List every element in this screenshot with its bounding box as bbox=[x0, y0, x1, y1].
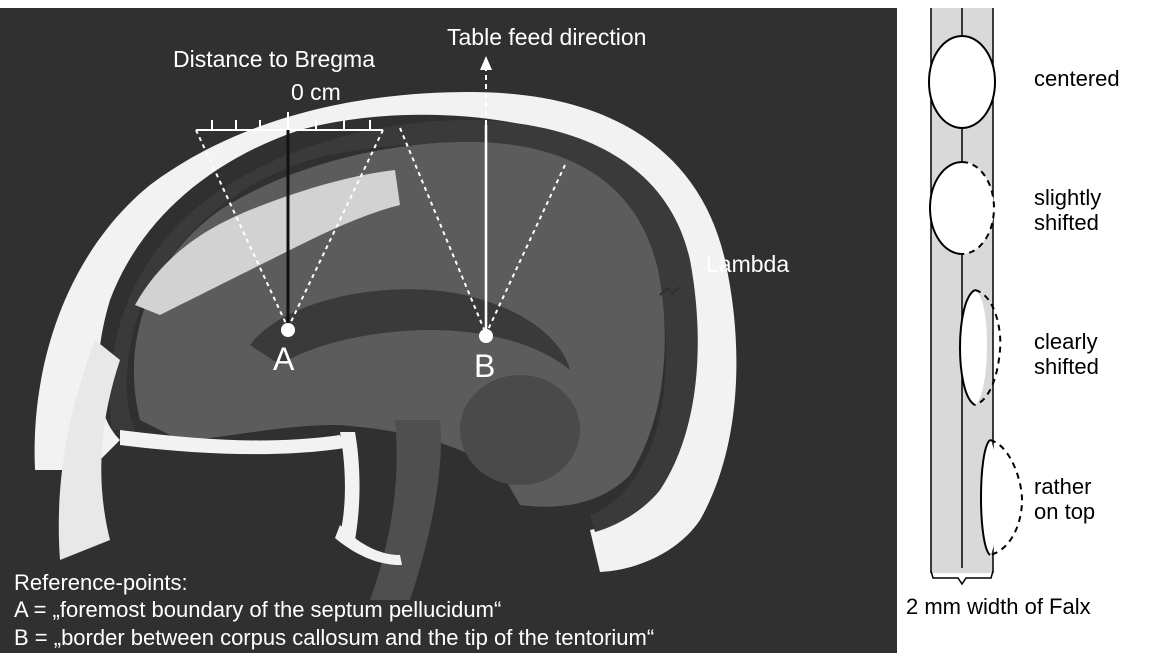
label-falx-width-text: 2 mm width of Falx bbox=[906, 594, 1091, 619]
reference-title: Reference-points: bbox=[14, 570, 188, 595]
reference-b: B = „border between corpus callosum and … bbox=[14, 625, 654, 650]
point-b-dot bbox=[479, 329, 493, 343]
point-a-label: A bbox=[273, 341, 295, 377]
sagittal-head-panel: Distance to Bregma 0 cm Table feed direc… bbox=[0, 8, 897, 653]
label-slightly-line2: shifted bbox=[1034, 210, 1101, 235]
cerebellum bbox=[460, 375, 580, 485]
table-feed-direction-label: Table feed direction bbox=[447, 24, 646, 50]
point-a-dot bbox=[281, 323, 295, 337]
label-clearly-line2: shifted bbox=[1034, 354, 1099, 379]
label-clearly-line1: clearly bbox=[1034, 329, 1099, 354]
ellipse-centered bbox=[929, 36, 995, 128]
falx-position-panel bbox=[929, 8, 1022, 584]
zero-cm-label: 0 cm bbox=[291, 79, 341, 105]
label-clearly-shifted: clearly shifted bbox=[1034, 329, 1099, 379]
label-slightly-shifted: slightly shifted bbox=[1034, 185, 1101, 235]
distance-to-bregma-label: Distance to Bregma bbox=[173, 46, 375, 72]
label-rather-line1: rather bbox=[1034, 474, 1095, 499]
label-rather-on-top: rather on top bbox=[1034, 474, 1095, 524]
label-centered: centered bbox=[1034, 66, 1120, 91]
label-centered-line1: centered bbox=[1034, 66, 1120, 91]
reference-a: A = „foremost boundary of the septum pel… bbox=[14, 597, 501, 622]
label-slightly-line1: slightly bbox=[1034, 185, 1101, 210]
point-b-label: B bbox=[474, 348, 495, 384]
label-rather-line2: on top bbox=[1034, 499, 1095, 524]
lambda-label: Lambda bbox=[706, 251, 789, 277]
label-falx-width: 2 mm width of Falx bbox=[906, 594, 1091, 619]
